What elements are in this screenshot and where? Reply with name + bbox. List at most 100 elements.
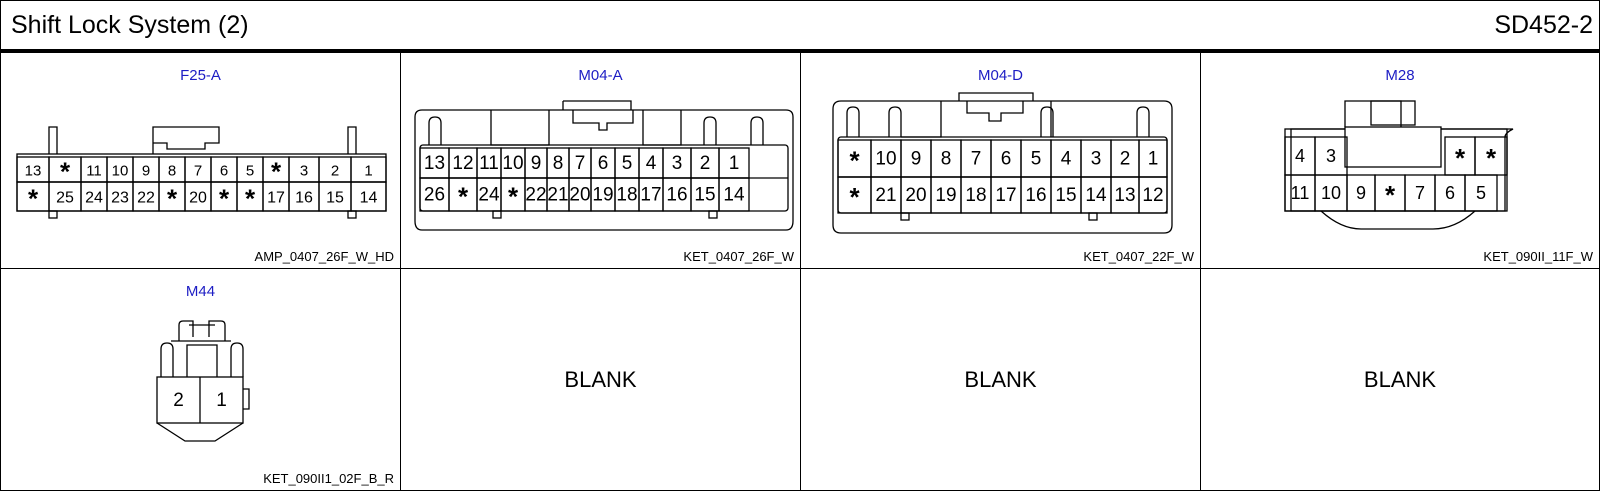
- pin-number-label: 17: [640, 185, 661, 206]
- pin-number-label: 1: [1148, 149, 1159, 170]
- pin-unused-label: *: [28, 184, 39, 214]
- blank-label: BLANK: [1363, 367, 1437, 392]
- connector-part: KET_0407_22F_W: [1083, 249, 1194, 264]
- connector-part: KET_090II1_02F_B_R: [263, 471, 394, 486]
- pin-number-label: 22: [137, 190, 155, 207]
- pin-number-label: 4: [1295, 146, 1305, 166]
- pin-number-label: 25: [56, 190, 74, 207]
- pin-unused-label: *: [60, 157, 71, 187]
- pin-unused-label: *: [458, 182, 469, 212]
- sheet-header: Shift Lock System (2) SD452-2: [1, 1, 1599, 53]
- pin-number-label: 11: [479, 153, 499, 174]
- connector-name: F25-A: [180, 67, 221, 84]
- pin-number-label: 15: [326, 190, 344, 207]
- pin-number-label: 9: [531, 153, 542, 174]
- pin-number-label: 13: [25, 163, 42, 180]
- pin-number-label: 6: [220, 163, 228, 180]
- sheet-title: Shift Lock System (2): [11, 11, 249, 39]
- pin-cell: [350, 181, 387, 212]
- pin-number-label: 16: [666, 185, 687, 206]
- pin-number-label: 24: [478, 185, 500, 206]
- pin-number-label: 17: [267, 190, 285, 207]
- pin-number-label: 2: [331, 163, 339, 180]
- pin-number-label: 5: [246, 163, 254, 180]
- pin-number-label: 1: [729, 153, 740, 174]
- pin-number-label: 3: [1091, 149, 1102, 170]
- pin-number-label: 15: [1055, 185, 1076, 206]
- pin-unused-label: *: [849, 182, 860, 212]
- pin-number-label: 12: [452, 153, 473, 174]
- pin-unused-label: *: [219, 184, 230, 214]
- pin-number-label: 1: [364, 163, 372, 180]
- pin-number-label: 6: [1445, 183, 1455, 203]
- pin-unused-label: *: [1486, 143, 1497, 173]
- pin-unused-label: *: [1455, 143, 1466, 173]
- pin-number-label: 21: [547, 185, 568, 206]
- pin-number-label: 26: [424, 185, 445, 206]
- pin-cell: [718, 177, 750, 212]
- pin-number-label: 12: [1142, 185, 1163, 206]
- pin-number-label: 8: [553, 153, 564, 174]
- pin-number-label: 19: [592, 185, 613, 206]
- pin-number-label: 23: [111, 190, 129, 207]
- blank-label: BLANK: [564, 367, 637, 392]
- pin-number-label: 16: [1025, 185, 1046, 206]
- pin-unused-label: *: [849, 146, 860, 176]
- pin-number-label: 3: [1326, 146, 1336, 166]
- pin-number-label: 18: [616, 185, 637, 206]
- pin-unused-label: *: [1385, 180, 1396, 210]
- pin-number-label: 5: [1476, 183, 1486, 203]
- pin-number-label: 14: [723, 185, 745, 206]
- pin-number-label: 8: [941, 149, 952, 170]
- pin-number-label: 9: [911, 149, 922, 170]
- pin-number-label: 2: [173, 390, 184, 411]
- blank-cell: BLANK: [1201, 269, 1599, 490]
- pin-number-label: 24: [85, 190, 103, 207]
- connector-name: M28: [1385, 67, 1415, 84]
- pin-number-label: 7: [1415, 183, 1425, 203]
- pin-number-label: 9: [1356, 183, 1366, 203]
- connector-name: M04-A: [578, 67, 623, 84]
- blank-cell: BLANK: [801, 269, 1201, 490]
- pin-number-label: 11: [86, 163, 102, 180]
- pin-number-label: 7: [194, 163, 202, 180]
- connector-part: AMP_0407_26F_W_HD: [254, 249, 394, 264]
- pin-number-label: 2: [700, 153, 711, 174]
- pin-number-label: 5: [1031, 149, 1042, 170]
- pin-number-label: 19: [935, 185, 956, 206]
- connector-name: M04-D: [977, 67, 1023, 84]
- pin-number-label: 20: [189, 190, 207, 207]
- pin-number-label: 13: [1114, 185, 1135, 206]
- pin-number-label: 22: [525, 185, 546, 206]
- connector-part: KET_090II_11F_W: [1483, 249, 1593, 264]
- blank-label: BLANK: [964, 367, 1037, 392]
- blank-cell: BLANK: [401, 269, 801, 490]
- pin-number-label: 20: [569, 185, 590, 206]
- pin-cell: [1464, 174, 1498, 212]
- pin-unused-label: *: [271, 157, 282, 187]
- pin-number-label: 15: [694, 185, 715, 206]
- pin-number-label: 10: [112, 163, 129, 180]
- pin-unused-label: *: [508, 182, 519, 212]
- connector-part: KET_0407_26F_W: [683, 249, 794, 264]
- pin-unused-label: *: [245, 184, 256, 214]
- wiring-sheet: Shift Lock System (2) SD452-2 F25-A 13*1…: [0, 0, 1600, 491]
- pin-number-label: 6: [1001, 149, 1012, 170]
- pin-number-label: 3: [672, 153, 683, 174]
- pin-number-label: 11: [1291, 183, 1310, 203]
- pin-number-label: 3: [300, 163, 308, 180]
- pin-number-label: 10: [875, 149, 896, 170]
- pin-number-label: 18: [965, 185, 986, 206]
- pin-number-label: 1: [216, 390, 227, 411]
- pin-number-label: 7: [575, 153, 586, 174]
- pin-number-label: 2: [1120, 149, 1131, 170]
